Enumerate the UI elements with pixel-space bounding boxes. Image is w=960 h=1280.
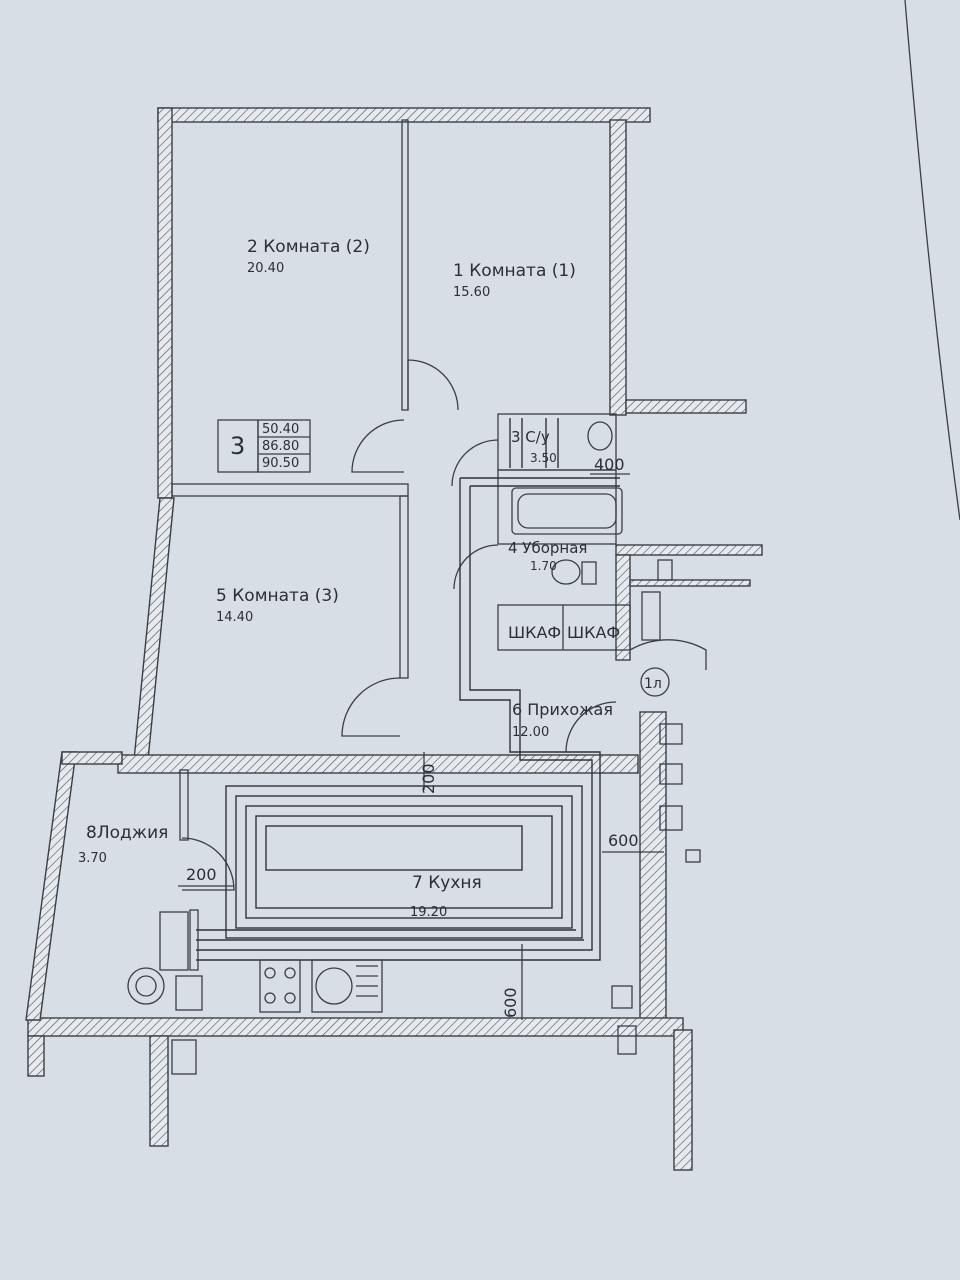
room-area-4: 1.70 — [530, 559, 557, 573]
cabinet-label-1: ШКАФ — [508, 623, 561, 642]
room-area-2: 20.40 — [247, 261, 284, 276]
room-name-2: 2 Комната (2) — [247, 237, 370, 257]
door-swings — [181, 359, 707, 891]
room-area-7: 19.20 — [410, 905, 447, 920]
exterior-walls — [25, 107, 763, 1171]
toilet — [551, 559, 581, 585]
boiler — [127, 967, 165, 1005]
room-area-5: 14.40 — [216, 610, 253, 625]
room-area-8: 3.70 — [78, 851, 107, 866]
room-name-6: 6 Прихожая — [512, 700, 613, 719]
bathtub — [511, 487, 623, 535]
dimension-200-top: 200 — [419, 763, 438, 794]
room-name-5: 5 Комната (3) — [216, 586, 339, 606]
room-name-3: 3 С/у — [511, 428, 550, 446]
room-labels: 1 Комната (1) 15.60 2 Комната (2) 20.40 … — [78, 237, 613, 920]
fixtures — [127, 421, 701, 1075]
cabinet-label-2: ШКАФ — [567, 623, 620, 642]
sink — [311, 959, 383, 1013]
marker-label: 1л — [644, 676, 662, 692]
paper-edge — [904, 0, 960, 521]
summary-area-with-loggia: 90.50 — [262, 456, 299, 471]
summary-rooms-count: 3 — [230, 432, 245, 460]
summary-area-living: 50.40 — [262, 422, 299, 437]
room-area-1: 15.60 — [453, 285, 490, 300]
dimension-400: 400 — [594, 455, 625, 474]
dimension-600-bottom: 600 — [501, 987, 520, 1018]
dimension-600-right: 600 — [608, 831, 639, 850]
room-name-1: 1 Комната (1) — [453, 261, 576, 281]
room-area-6: 12.00 — [512, 725, 549, 740]
dimension-200-left: 200 — [186, 865, 217, 884]
interior-walls — [171, 119, 631, 971]
room-area-3: 3.50 — [530, 451, 557, 465]
marker-circle — [640, 667, 670, 697]
room-name-7: 7 Кухня — [412, 873, 482, 893]
room-name-4: 4 Уборная — [508, 539, 587, 557]
summary-area-total: 86.80 — [262, 439, 299, 454]
washbasin — [587, 421, 613, 451]
summary-table: 3 50.40 86.80 90.50 — [217, 419, 311, 473]
dimension-lines — [178, 473, 664, 1020]
heating-pipes — [196, 418, 620, 961]
room-name-8: 8Лоджия — [86, 823, 168, 843]
stove — [259, 959, 301, 1013]
